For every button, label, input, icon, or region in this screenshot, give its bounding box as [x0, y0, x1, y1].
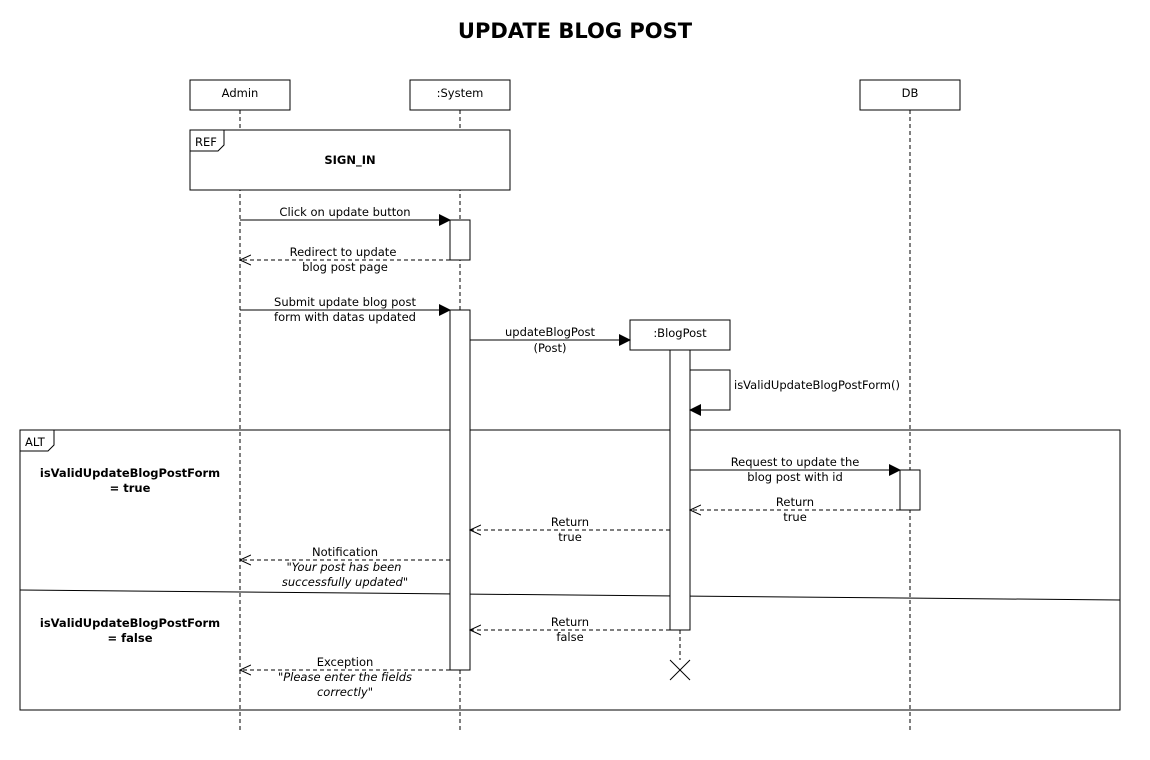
message-notification-line2: "Your post has been: [287, 560, 402, 574]
message-submit-form-line1: Submit update blog post: [274, 295, 416, 309]
system-activation-2: [449, 309, 471, 671]
message-blogpost-return-true-line2: true: [558, 530, 582, 544]
message-request-db: Request to update the blog post with id: [690, 455, 901, 484]
message-self-validate-label: isValidUpdateBlogPostForm(): [734, 378, 900, 392]
message-blogpost-return-true-line1: Return: [551, 515, 589, 529]
message-redirect: Redirect to update blog post page: [240, 245, 450, 274]
message-submit-form: Submit update blog post form with datas …: [240, 295, 451, 324]
message-db-return-line1: Return: [776, 495, 814, 509]
db-activation: [899, 469, 921, 511]
message-exception-line2: "Please enter the fields: [278, 670, 412, 684]
message-exception-line3: correctly": [317, 685, 373, 699]
message-exception-line1: Exception: [317, 655, 374, 669]
ref-frame-tag: REF: [195, 135, 217, 149]
message-blogpost-return-true: Return true: [470, 515, 670, 544]
blogpost-destroy-icon: [669, 659, 691, 681]
participant-system-label: :System: [437, 86, 484, 100]
message-exception: Exception "Please enter the fields corre…: [240, 655, 450, 699]
message-blogpost-return-false-line1: Return: [551, 615, 589, 629]
ref-frame: REF SIGN_IN: [189, 129, 511, 191]
alt-guard-true-line2: = true: [110, 481, 151, 495]
diagram-title: UPDATE BLOG POST: [458, 19, 693, 43]
message-update-call: updateBlogPost (Post): [470, 325, 631, 355]
participant-blogpost: :BlogPost: [629, 319, 731, 351]
system-activation-1: [449, 219, 471, 261]
alt-frame: ALT isValidUpdateBlogPostForm = true isV…: [19, 429, 1121, 711]
ref-frame-name: SIGN_IN: [324, 153, 375, 168]
message-notification: Notification "Your post has been success…: [240, 545, 450, 589]
message-notification-line1: Notification: [312, 545, 378, 559]
message-request-db-line2: blog post with id: [747, 470, 843, 484]
message-blogpost-return-false-line2: false: [556, 630, 583, 644]
message-click-update: Click on update button: [240, 205, 451, 226]
participant-admin-label: Admin: [222, 86, 259, 100]
participant-db-label: DB: [902, 86, 919, 100]
message-submit-form-line2: form with datas updated: [274, 310, 416, 324]
message-redirect-line2: blog post page: [302, 260, 388, 274]
message-update-call-line1: updateBlogPost: [505, 325, 595, 339]
message-redirect-line1: Redirect to update: [290, 245, 397, 259]
alt-frame-tag: ALT: [25, 435, 46, 449]
participant-db: DB: [859, 79, 961, 111]
message-db-return-line2: true: [783, 510, 807, 524]
message-update-call-line2: (Post): [533, 341, 566, 355]
alt-guard-false-line2: = false: [108, 631, 153, 645]
message-blogpost-return-false: Return false: [470, 615, 670, 644]
participant-blogpost-label: :BlogPost: [653, 326, 707, 340]
message-self-validate: isValidUpdateBlogPostForm(): [689, 369, 900, 416]
message-notification-line3: successfully updated": [282, 575, 408, 589]
participant-admin: Admin: [189, 79, 291, 111]
blogpost-activation: [669, 349, 691, 631]
alt-frame-separator: [19, 589, 1121, 601]
alt-guard-false-line1: isValidUpdateBlogPostForm: [40, 616, 220, 630]
message-click-update-label: Click on update button: [279, 205, 410, 219]
participant-system: :System: [409, 79, 511, 111]
alt-guard-true-line1: isValidUpdateBlogPostForm: [40, 466, 220, 480]
message-db-return: Return true: [690, 495, 900, 524]
message-request-db-line1: Request to update the: [731, 455, 860, 469]
